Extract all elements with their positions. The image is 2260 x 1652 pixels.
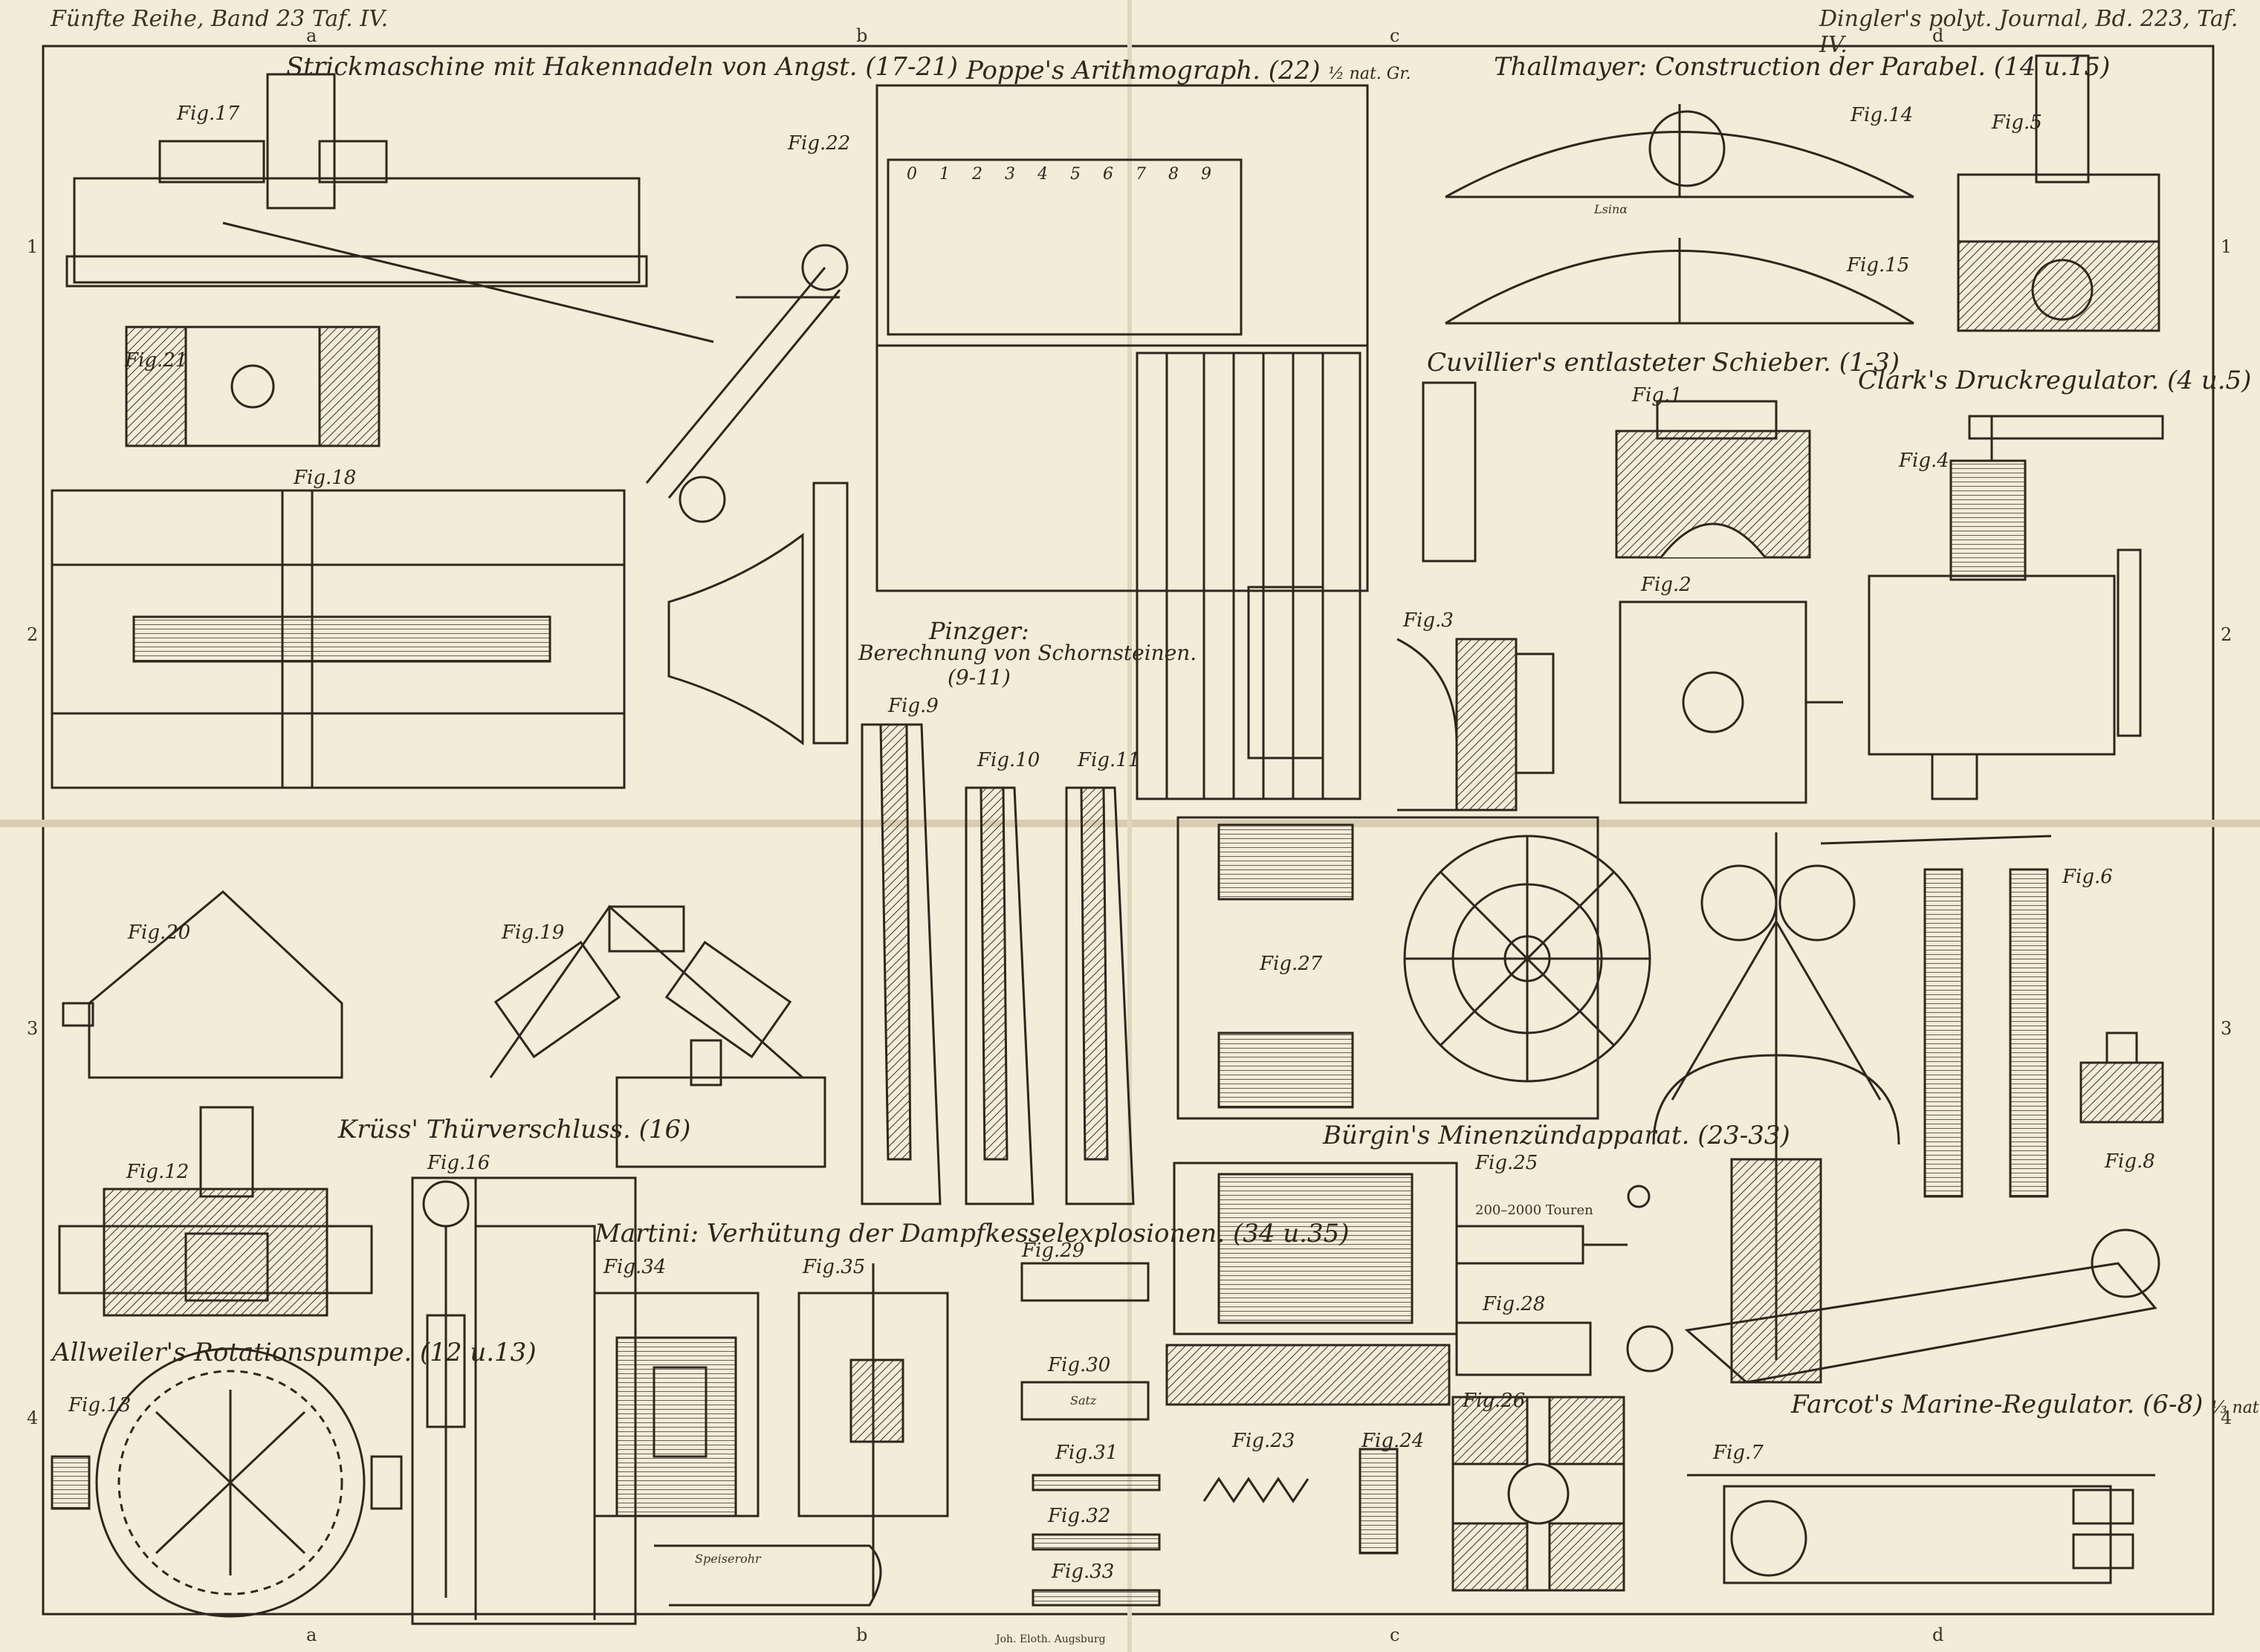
row-mark-1: 1 [27,236,39,257]
fig-34-label: Fig.34 [603,1256,667,1278]
fig-25-label: Fig.25 [1475,1152,1538,1174]
printer-credit: Joh. Eloth. Augsburg [996,1633,1106,1645]
title-farcot: Farcot's Marine-Regulator. (6-8) ⅓ nat. … [1791,1390,2260,1419]
fig-14-label: Fig.14 [1851,104,1914,126]
arith-digit-5: 5 [1070,165,1081,184]
arith-digit-8: 8 [1168,165,1179,184]
arithmograph-digit-row: 0 1 2 3 4 5 6 7 8 9 [896,165,1223,184]
fig-4-label: Fig.4 [1899,450,1949,472]
fig-5-label: Fig.5 [1992,111,2042,134]
row-mark-3: 3 [27,1018,39,1039]
row-mark-2-right: 2 [2221,624,2233,645]
fig-23-label: Fig.23 [1232,1430,1295,1452]
fig-3-label: Fig.3 [1403,609,1454,632]
fig-1-label: Fig.1 [1632,384,1683,406]
row-mark-3-right: 3 [2221,1018,2233,1039]
speiserohr-annotation: Speiserohr [695,1552,761,1566]
arith-digit-7: 7 [1136,165,1146,184]
title-pinzger-3: (9-11) [948,665,1011,690]
fig-6-label: Fig.6 [2062,866,2113,888]
title-allweiler: Allweiler's Rotationspumpe. (12 u.13) [52,1338,537,1367]
title-strickmaschine: Strickmaschine mit Hakennadeln von Angst… [286,52,958,82]
title-kruess: Krüss' Thürverschluss. (16) [338,1115,691,1144]
touren-annotation: 200–2000 Touren [1475,1202,1593,1218]
satz-annotation: Satz [1070,1393,1097,1408]
arith-digit-3: 3 [1005,165,1015,184]
title-martini: Martini: Verhütung der Dampfkesselexplos… [595,1219,1350,1248]
fig-12-label: Fig.12 [126,1161,190,1183]
fig-24-label: Fig.24 [1361,1430,1425,1452]
fig-26-label: Fig.26 [1463,1390,1526,1412]
arith-digit-0: 0 [907,165,917,184]
row-mark-1-right: 1 [2221,236,2233,257]
fig-18-label: Fig.18 [294,467,357,489]
fig-19-label: Fig.19 [502,921,565,944]
lsina-annotation: Lsinα [1594,202,1628,216]
title-farcot-text: Farcot's Marine-Regulator. (6-8) [1791,1390,2204,1419]
fig-16-label: Fig.16 [427,1152,490,1174]
title-pinzger-1: Pinzger: [929,617,1029,645]
fig-29-label: Fig.29 [1022,1240,1085,1262]
fig-10-label: Fig.10 [977,749,1040,771]
title-clark: Clark's Druckregulator. (4 u.5) [1858,366,2252,395]
row-mark-4-right: 4 [2221,1408,2233,1428]
arith-digit-1: 1 [939,165,950,184]
title-buergin: Bürgin's Minenzündapparat. (23-33) [1323,1121,1790,1150]
fig-35-label: Fig.35 [803,1256,866,1278]
col-mark-d: d [1932,25,1944,46]
fig-33-label: Fig.33 [1052,1561,1115,1583]
fig-31-label: Fig.31 [1055,1442,1118,1464]
fig-22-label: Fig.22 [788,132,851,155]
col-mark-a: a [306,25,317,46]
fig-7-label: Fig.7 [1713,1442,1764,1464]
col-mark-a-bottom: a [306,1625,317,1645]
arith-digit-6: 6 [1103,165,1113,184]
title-thallmayer: Thallmayer: Construction der Parabel. (1… [1494,52,2111,82]
title-pinzger-2: Berechnung von Schornsteinen. [858,641,1197,665]
title-cuvillier: Cuvillier's entlasteter Schieber. (1-3) [1427,348,1900,378]
fig-17-label: Fig.17 [177,103,240,125]
fig-15-label: Fig.15 [1847,254,1910,276]
title-farcot-scale: ⅓ nat. Gr. [2211,1399,2260,1417]
arith-digit-9: 9 [1201,165,1211,184]
title-poppe-text: Poppe's Arithmograph. (22) [966,56,1321,85]
fig-30-label: Fig.30 [1048,1354,1111,1376]
fig-28-label: Fig.28 [1483,1293,1546,1315]
row-mark-2: 2 [27,624,39,645]
arith-digit-4: 4 [1037,165,1048,184]
arith-digit-2: 2 [972,165,982,184]
fig-2-label: Fig.2 [1641,574,1691,596]
row-mark-4: 4 [27,1408,39,1428]
header-left: Fünfte Reihe, Band 23 Taf. IV. [51,6,389,32]
fig-11-label: Fig.11 [1078,749,1141,771]
title-poppe-scale: ½ nat. Gr. [1328,65,1411,83]
fig-21-label: Fig.21 [125,349,188,372]
header-right: Dingler's polyt. Journal, Bd. 223, Taf. … [1819,6,2238,58]
fig-20-label: Fig.20 [128,921,191,944]
title-poppe: Poppe's Arithmograph. (22) ½ nat. Gr. [966,56,1411,85]
fig-27-label: Fig.27 [1260,953,1323,975]
col-mark-b-bottom: b [856,1625,868,1645]
col-mark-c-bottom: c [1390,1625,1400,1645]
fig-8-label: Fig.8 [2105,1150,2155,1173]
col-mark-c: c [1390,25,1400,46]
fig-13-label: Fig.13 [68,1394,132,1416]
fig-32-label: Fig.32 [1048,1505,1111,1527]
col-mark-b: b [856,25,868,46]
col-mark-d-bottom: d [1932,1625,1944,1645]
fig-9-label: Fig.9 [888,695,939,717]
